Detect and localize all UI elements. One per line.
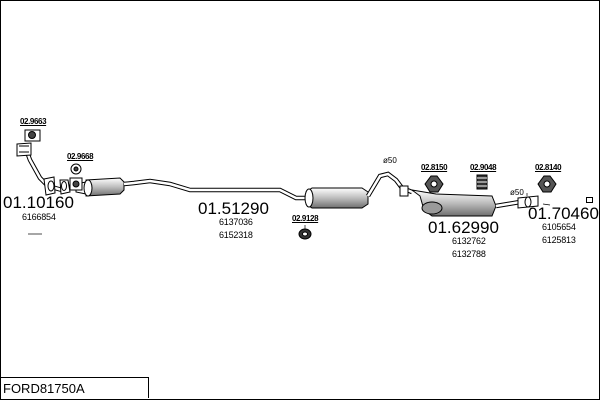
part-number-front-pipe: 01.10160 [3, 193, 74, 212]
part-number-catalyst-pipe: 01.51290 [198, 199, 269, 218]
leader-lines [28, 193, 551, 235]
model-code-label: FORD81750A [0, 377, 149, 398]
oem-catalyst-pipe-1: 6137036 [219, 217, 253, 227]
part-number-middle-silencer: 01.62990 [428, 218, 499, 237]
gasket-icon [24, 129, 41, 142]
mount-1-icon [424, 175, 444, 193]
pipe-diameter-label-1: ø50 [383, 156, 397, 165]
pipe-diameter-label-2: ø50 [510, 188, 524, 197]
rear-silencer-drawing [411, 189, 539, 217]
oem-front-pipe-1: 6166854 [22, 212, 56, 222]
mount-2-icon [476, 174, 488, 190]
clamp-label-gasket-2: 02.9668 [67, 152, 94, 161]
oem-middle-silencer-1: 6132762 [452, 236, 486, 246]
front-pipe-drawing [16, 142, 77, 196]
gasket-2-icon [69, 163, 83, 191]
oem-middle-silencer-2: 6132788 [452, 249, 486, 259]
oem-rear-silencer-1: 6105654 [542, 222, 576, 232]
mount-3-icon [537, 175, 557, 193]
clamp-label-mount-3: 02.8140 [535, 163, 562, 172]
rubber-mount-icon [298, 228, 312, 240]
oem-rear-silencer-2: 6125813 [542, 235, 576, 245]
clamp-label-rubber-mid: 02.9128 [292, 214, 319, 223]
part-number-rear-silencer: 01.70460 [528, 204, 599, 223]
clamp-label-gasket-front: 02.9663 [20, 117, 47, 126]
clamp-label-mount-2: 02.9048 [470, 163, 497, 172]
clamp-label-mount-1: 02.8150 [421, 163, 448, 172]
middle-silencer-drawing [304, 171, 413, 209]
bracket-icon [586, 197, 593, 203]
catalyst-pipe-drawing [75, 177, 306, 201]
oem-catalyst-pipe-2: 6152318 [219, 230, 253, 240]
